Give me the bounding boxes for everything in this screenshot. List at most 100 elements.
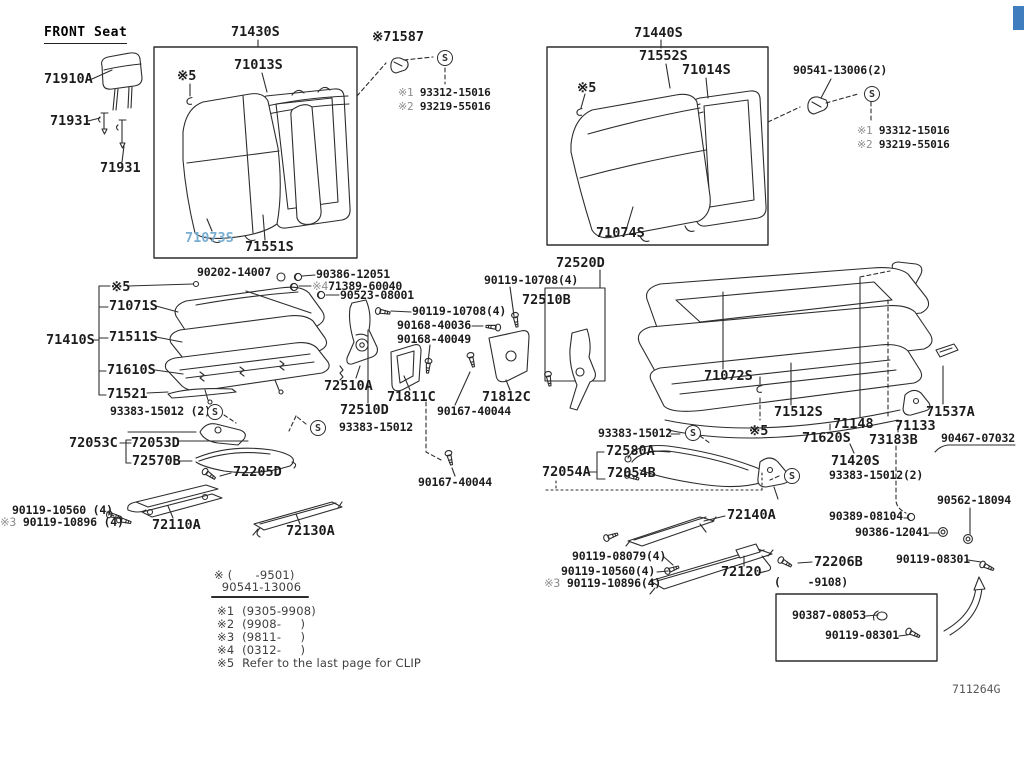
part-label: 71148 [833, 416, 874, 432]
part-label: 72510D [340, 402, 389, 418]
seat-rail-drawings [105, 484, 774, 595]
part-label: 93383-15012 [598, 426, 672, 440]
part-label: 90386-12041 [855, 525, 929, 539]
part-label: ※2 93219-55016 [857, 138, 950, 151]
part-label: 72520D [556, 255, 605, 271]
cable-drawings [195, 423, 790, 500]
part-label: ( -9108) [774, 575, 848, 589]
seat-back-right-drawing [570, 90, 767, 242]
headrest-drawing [97, 52, 143, 149]
part-label: 71537A [926, 404, 975, 420]
part-label: 72053C [69, 435, 118, 451]
leader-lines [87, 39, 1016, 637]
part-label: 93383-15012 (2) [110, 404, 211, 418]
part-label: 72205D [233, 464, 282, 480]
part-label: 72120 [721, 564, 762, 580]
part-label: 90202-14007 [197, 265, 271, 279]
scrollbar-thumb[interactable] [1013, 6, 1024, 30]
recliner-hardware-drawing [339, 299, 596, 467]
part-label: 90119-10708(4) [412, 304, 507, 318]
part-label: 71074S [596, 225, 645, 241]
part-label: 71511S [109, 329, 158, 345]
drawing-code: 711264G [952, 682, 1001, 696]
right-cushion-drawing [637, 261, 959, 439]
part-label: 72206B [814, 554, 863, 570]
legend-row: 90541-13006 [214, 580, 302, 594]
dashed-lines [223, 56, 907, 514]
page-title: FRONT Seat [44, 25, 128, 44]
standard-part-symbol: S [784, 468, 800, 484]
legend-row: ※3 (9811- ) [217, 630, 306, 644]
part-label: 90168-40036 [397, 318, 471, 332]
part-label: 71440S [634, 25, 683, 41]
part-label: 73183B [869, 432, 918, 448]
part-label: 90167-40044 [437, 404, 511, 418]
standard-part-symbol: S [864, 86, 880, 102]
part-label: 90523-08001 [340, 288, 414, 302]
standard-part-symbol: S [437, 50, 453, 66]
part-label: 71133 [895, 418, 936, 434]
part-label: ※5 [177, 68, 197, 84]
part-label: 90387-08053 [792, 608, 866, 622]
part-label: 72580A [606, 443, 655, 459]
part-label: 72053D [131, 435, 180, 451]
part-label: ※1 93312-15016 [857, 124, 950, 137]
part-label: 71620S [802, 430, 851, 446]
part-label: 71610S [107, 362, 156, 378]
part-label: ※3 90119-10896 (4) [0, 515, 124, 529]
part-label: 71812C [482, 389, 531, 405]
part-label: 71512S [774, 404, 823, 420]
small-hardware-drawing [776, 512, 996, 641]
legend-row: ※ ( -9501) [214, 568, 295, 582]
standard-part-symbol: S [310, 420, 326, 436]
part-label: 90562-18094 [937, 493, 1011, 507]
part-label: 93383-15012(2) [829, 468, 924, 482]
part-label: ※1 93312-15016 [398, 86, 491, 99]
part-label: 90119-08301 [896, 552, 970, 566]
standard-part-symbol: S [685, 425, 701, 441]
part-label: 72510A [324, 378, 373, 394]
part-label: 90389-08104 [829, 509, 903, 523]
part-label: 90119-10560(4) [561, 564, 656, 578]
part-label: 71410S [46, 332, 95, 348]
part-label: 71072S [704, 368, 753, 384]
part-label: 71521 [107, 386, 148, 402]
part-label: 71910A [44, 71, 93, 87]
standard-part-symbol: S [207, 404, 223, 420]
part-label: 72130A [286, 523, 335, 539]
seat-back-left-drawing [182, 86, 351, 244]
part-label: ※2 93219-55016 [398, 100, 491, 113]
part-label: 71811C [387, 389, 436, 405]
part-label: 71014S [682, 62, 731, 78]
part-label: ※71587 [372, 29, 424, 45]
part-label: ※471389-60040 [312, 279, 403, 293]
part-label: 72510B [522, 292, 571, 308]
part-label: ※5 [749, 423, 769, 439]
part-label: ※5 [111, 279, 131, 295]
part-label: 90119-10708(4) [484, 273, 579, 287]
left-cushion-drawing [164, 272, 330, 405]
part-label: 90167-40044 [418, 475, 492, 489]
part-label: 71931 [100, 160, 141, 176]
part-label: 72140A [727, 507, 776, 523]
legend-row: ※4 (0312- ) [217, 643, 306, 657]
part-label: 90386-12051 [316, 267, 390, 281]
part-label: 71931 [50, 113, 91, 129]
legend-row: ※1 (9305-9908) [217, 604, 316, 618]
part-label: ※3 90119-10896(4) [544, 576, 662, 590]
part-label: 90541-13006(2) [793, 63, 888, 77]
part-label: 71073S [185, 230, 234, 246]
part-label: 71430S [231, 24, 280, 40]
part-label: 71551S [245, 239, 294, 255]
clip-fasteners-drawing [390, 57, 829, 115]
part-label: 71071S [109, 298, 158, 314]
part-label: 71013S [234, 57, 283, 73]
legend-row: ※2 (9908- ) [217, 617, 306, 631]
part-label: 72570B [132, 453, 181, 469]
part-label: 72110A [152, 517, 201, 533]
part-label: 90119-10560 (4) [12, 503, 113, 517]
part-label: 72054A [542, 464, 591, 480]
part-label: 93383-15012 [339, 420, 413, 434]
